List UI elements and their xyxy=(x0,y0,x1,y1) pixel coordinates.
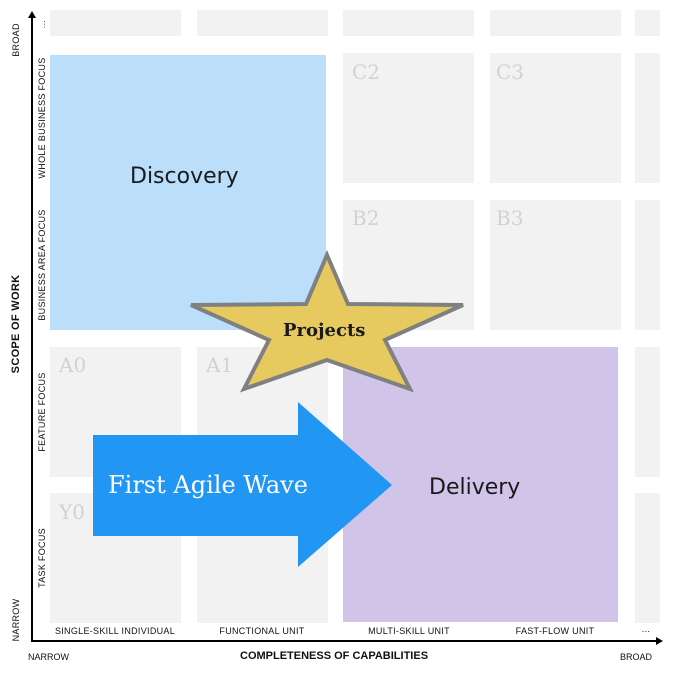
x-tick-1: FUNCTIONAL UNIT xyxy=(219,626,305,636)
x-tick-2: MULTI-SKILL UNIT xyxy=(368,626,450,636)
first-agile-wave-arrow xyxy=(93,402,392,567)
y-axis-line xyxy=(31,17,33,641)
cell-r0-c0 xyxy=(50,10,181,36)
cell-r0-c2 xyxy=(343,10,474,36)
cell-label-a1: A1 xyxy=(206,353,234,377)
cell-r1-c2 xyxy=(343,53,474,183)
y-tick-2: BUSINESS AREA FOCUS xyxy=(37,209,47,321)
discovery-label: Discovery xyxy=(130,164,239,189)
cell-label-c3: C3 xyxy=(496,60,525,84)
first-agile-wave-label: First Agile Wave xyxy=(108,471,308,499)
delivery-label: Delivery xyxy=(429,475,521,500)
cell-r0-c4 xyxy=(635,10,660,36)
cell-label-b3: B3 xyxy=(496,206,524,230)
cell-r0-c1 xyxy=(197,10,328,36)
cell-label-a0: A0 xyxy=(59,353,87,377)
cell-r1-c4 xyxy=(635,53,660,183)
y-tick-3: WHOLE BUSINESS FOCUS xyxy=(37,57,47,179)
y-axis-start-label: NARROW xyxy=(11,598,21,642)
discovery-region xyxy=(50,55,326,330)
y-tick-1: FEATURE FOCUS xyxy=(37,372,47,452)
y-axis-title: SCOPE OF WORK xyxy=(10,274,22,374)
x-axis-line xyxy=(31,640,657,642)
x-axis-title: COMPLETENESS OF CAPABILITIES xyxy=(240,650,429,662)
cell-r2-c3 xyxy=(490,200,621,330)
cell-r3-c4 xyxy=(635,347,660,477)
y-axis-end-label: BROAD xyxy=(11,23,21,57)
x-tick-0: SINGLE-SKILL INDIVIDUAL xyxy=(54,626,176,636)
projects-star xyxy=(190,249,464,393)
x-axis-end-label: BROAD xyxy=(620,652,653,662)
projects-label: Projects xyxy=(283,320,366,341)
x-axis-arrowhead xyxy=(656,637,663,645)
cell-r0-c3 xyxy=(490,10,621,36)
x-tick-3: FAST-FLOW UNIT xyxy=(515,626,595,636)
cell-label-b2: B2 xyxy=(352,206,380,230)
x-axis-start-label: NARROW xyxy=(28,652,69,662)
y-tick-4: ... xyxy=(37,19,47,29)
y-axis-arrowhead xyxy=(28,11,36,18)
x-tick-4: ... xyxy=(641,624,651,634)
cell-r2-c4 xyxy=(635,200,660,330)
cell-r4-c4 xyxy=(635,493,660,623)
cell-label-y0: Y0 xyxy=(59,500,85,524)
cell-r1-c3 xyxy=(490,53,621,183)
cell-label-c2: C2 xyxy=(352,60,381,84)
y-tick-0: TASK FOCUS xyxy=(37,528,47,588)
